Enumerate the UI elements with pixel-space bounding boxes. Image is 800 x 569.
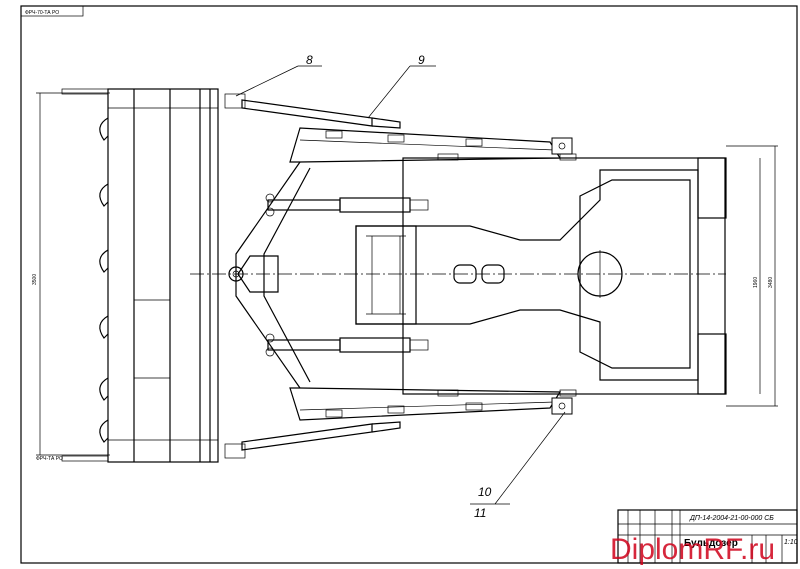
drawing-name: Бульдозер [684,538,738,549]
callout-8: 8 [306,53,313,67]
callouts: 8 9 10 11 [235,53,566,520]
lift-cylinders [265,193,429,357]
callout-10: 10 [478,485,492,499]
watermark: DiplomRF.ru [610,533,775,566]
callout-11: 11 [474,506,486,520]
sheet-frame [20,5,798,564]
bottom-left-stamp: ФРЧ-ТА РО [36,456,63,462]
track-width-dimension: 1960 [753,277,759,288]
callout-9: 9 [418,53,425,67]
blade: 3500 ФРЧ-ТА РО [32,88,219,463]
blade-width-dimension: 3500 [32,274,38,285]
overall-width-dimension: 3480 [768,277,774,288]
top-left-stamp: ФРЧ-70-ТА РО [25,10,59,16]
title-block: ДП-14-2004-21-00-000 СБ Бульдозер 1:10 [617,509,798,564]
drawing-scale: 1:10 [784,539,798,546]
top-left-stamp-box [20,5,84,17]
push-frame [224,93,573,459]
tractor-body: 3480 1960 [355,145,778,407]
document-code: ДП-14-2004-21-00-000 СБ [689,515,774,522]
